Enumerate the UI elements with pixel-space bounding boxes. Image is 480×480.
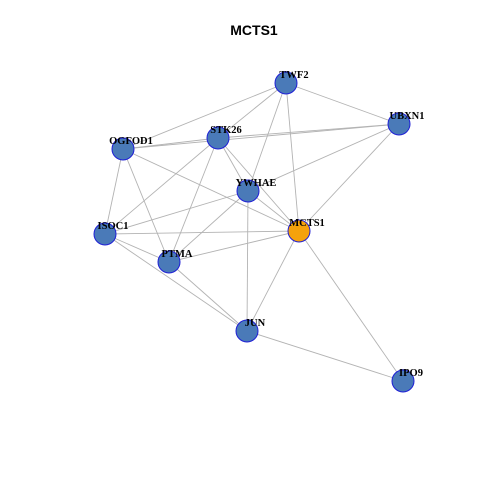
node-label-ogfod1: OGFOD1 [109, 136, 153, 147]
edge-twf2-stk26 [217, 82, 287, 139]
edge-ogfod1-ptma [122, 148, 170, 263]
node-ipo9 [391, 369, 415, 393]
edge-ptma-mcts1 [168, 230, 300, 263]
node-label-stk26: STK26 [210, 125, 242, 136]
edge-twf2-ogfod1 [122, 82, 287, 150]
edge-twf2-mcts1 [285, 82, 300, 232]
node-jun [235, 319, 259, 343]
node-ogfod1 [111, 137, 135, 161]
edge-mcts1-jun [246, 230, 300, 332]
graph-title: MCTS1 [230, 22, 278, 38]
edge-stk26-isoc1 [104, 137, 219, 235]
node-ywhae [236, 179, 260, 203]
node-isoc1 [93, 222, 117, 246]
edge-twf2-ubxn1 [285, 82, 400, 125]
edge-mcts1-ipo9 [298, 230, 404, 382]
edge-ubxn1-ywhae [247, 123, 400, 192]
edge-ubxn1-mcts1 [298, 123, 400, 232]
edge-ywhae-jun [246, 190, 249, 332]
node-ptma [157, 250, 181, 274]
edge-ubxn1-ogfod1 [122, 123, 400, 150]
edge-ogfod1-stk26 [122, 137, 219, 150]
edge-twf2-ywhae [247, 82, 287, 192]
node-ubxn1 [387, 112, 411, 136]
node-stk26 [206, 126, 230, 150]
edge-ptma-jun [168, 261, 248, 332]
node-layer [93, 71, 415, 393]
edge-ywhae-ptma [168, 190, 249, 263]
node-label-jun: JUN [245, 318, 266, 329]
node-label-isoc1: ISOC1 [98, 221, 129, 232]
edge-ogfod1-mcts1 [122, 148, 300, 232]
node-label-ubxn1: UBXN1 [389, 111, 424, 122]
edge-ywhae-isoc1 [104, 190, 249, 235]
node-twf2 [274, 71, 298, 95]
node-label-twf2: TWF2 [279, 70, 308, 81]
node-label-ptma: PTMA [162, 249, 193, 260]
edge-jun-ipo9 [246, 330, 404, 382]
edge-ogfod1-isoc1 [104, 148, 124, 235]
edge-isoc1-mcts1 [104, 230, 300, 235]
node-label-mcts1: MCTS1 [289, 218, 325, 229]
edge-isoc1-ptma [104, 233, 170, 263]
edge-stk26-ptma [168, 137, 219, 263]
edge-stk26-mcts1 [217, 137, 300, 232]
node-label-ywhae: YWHAE [236, 178, 277, 189]
node-mcts1 [287, 219, 311, 243]
node-label-ipo9: IPO9 [399, 368, 423, 379]
edge-isoc1-jun [104, 233, 248, 332]
